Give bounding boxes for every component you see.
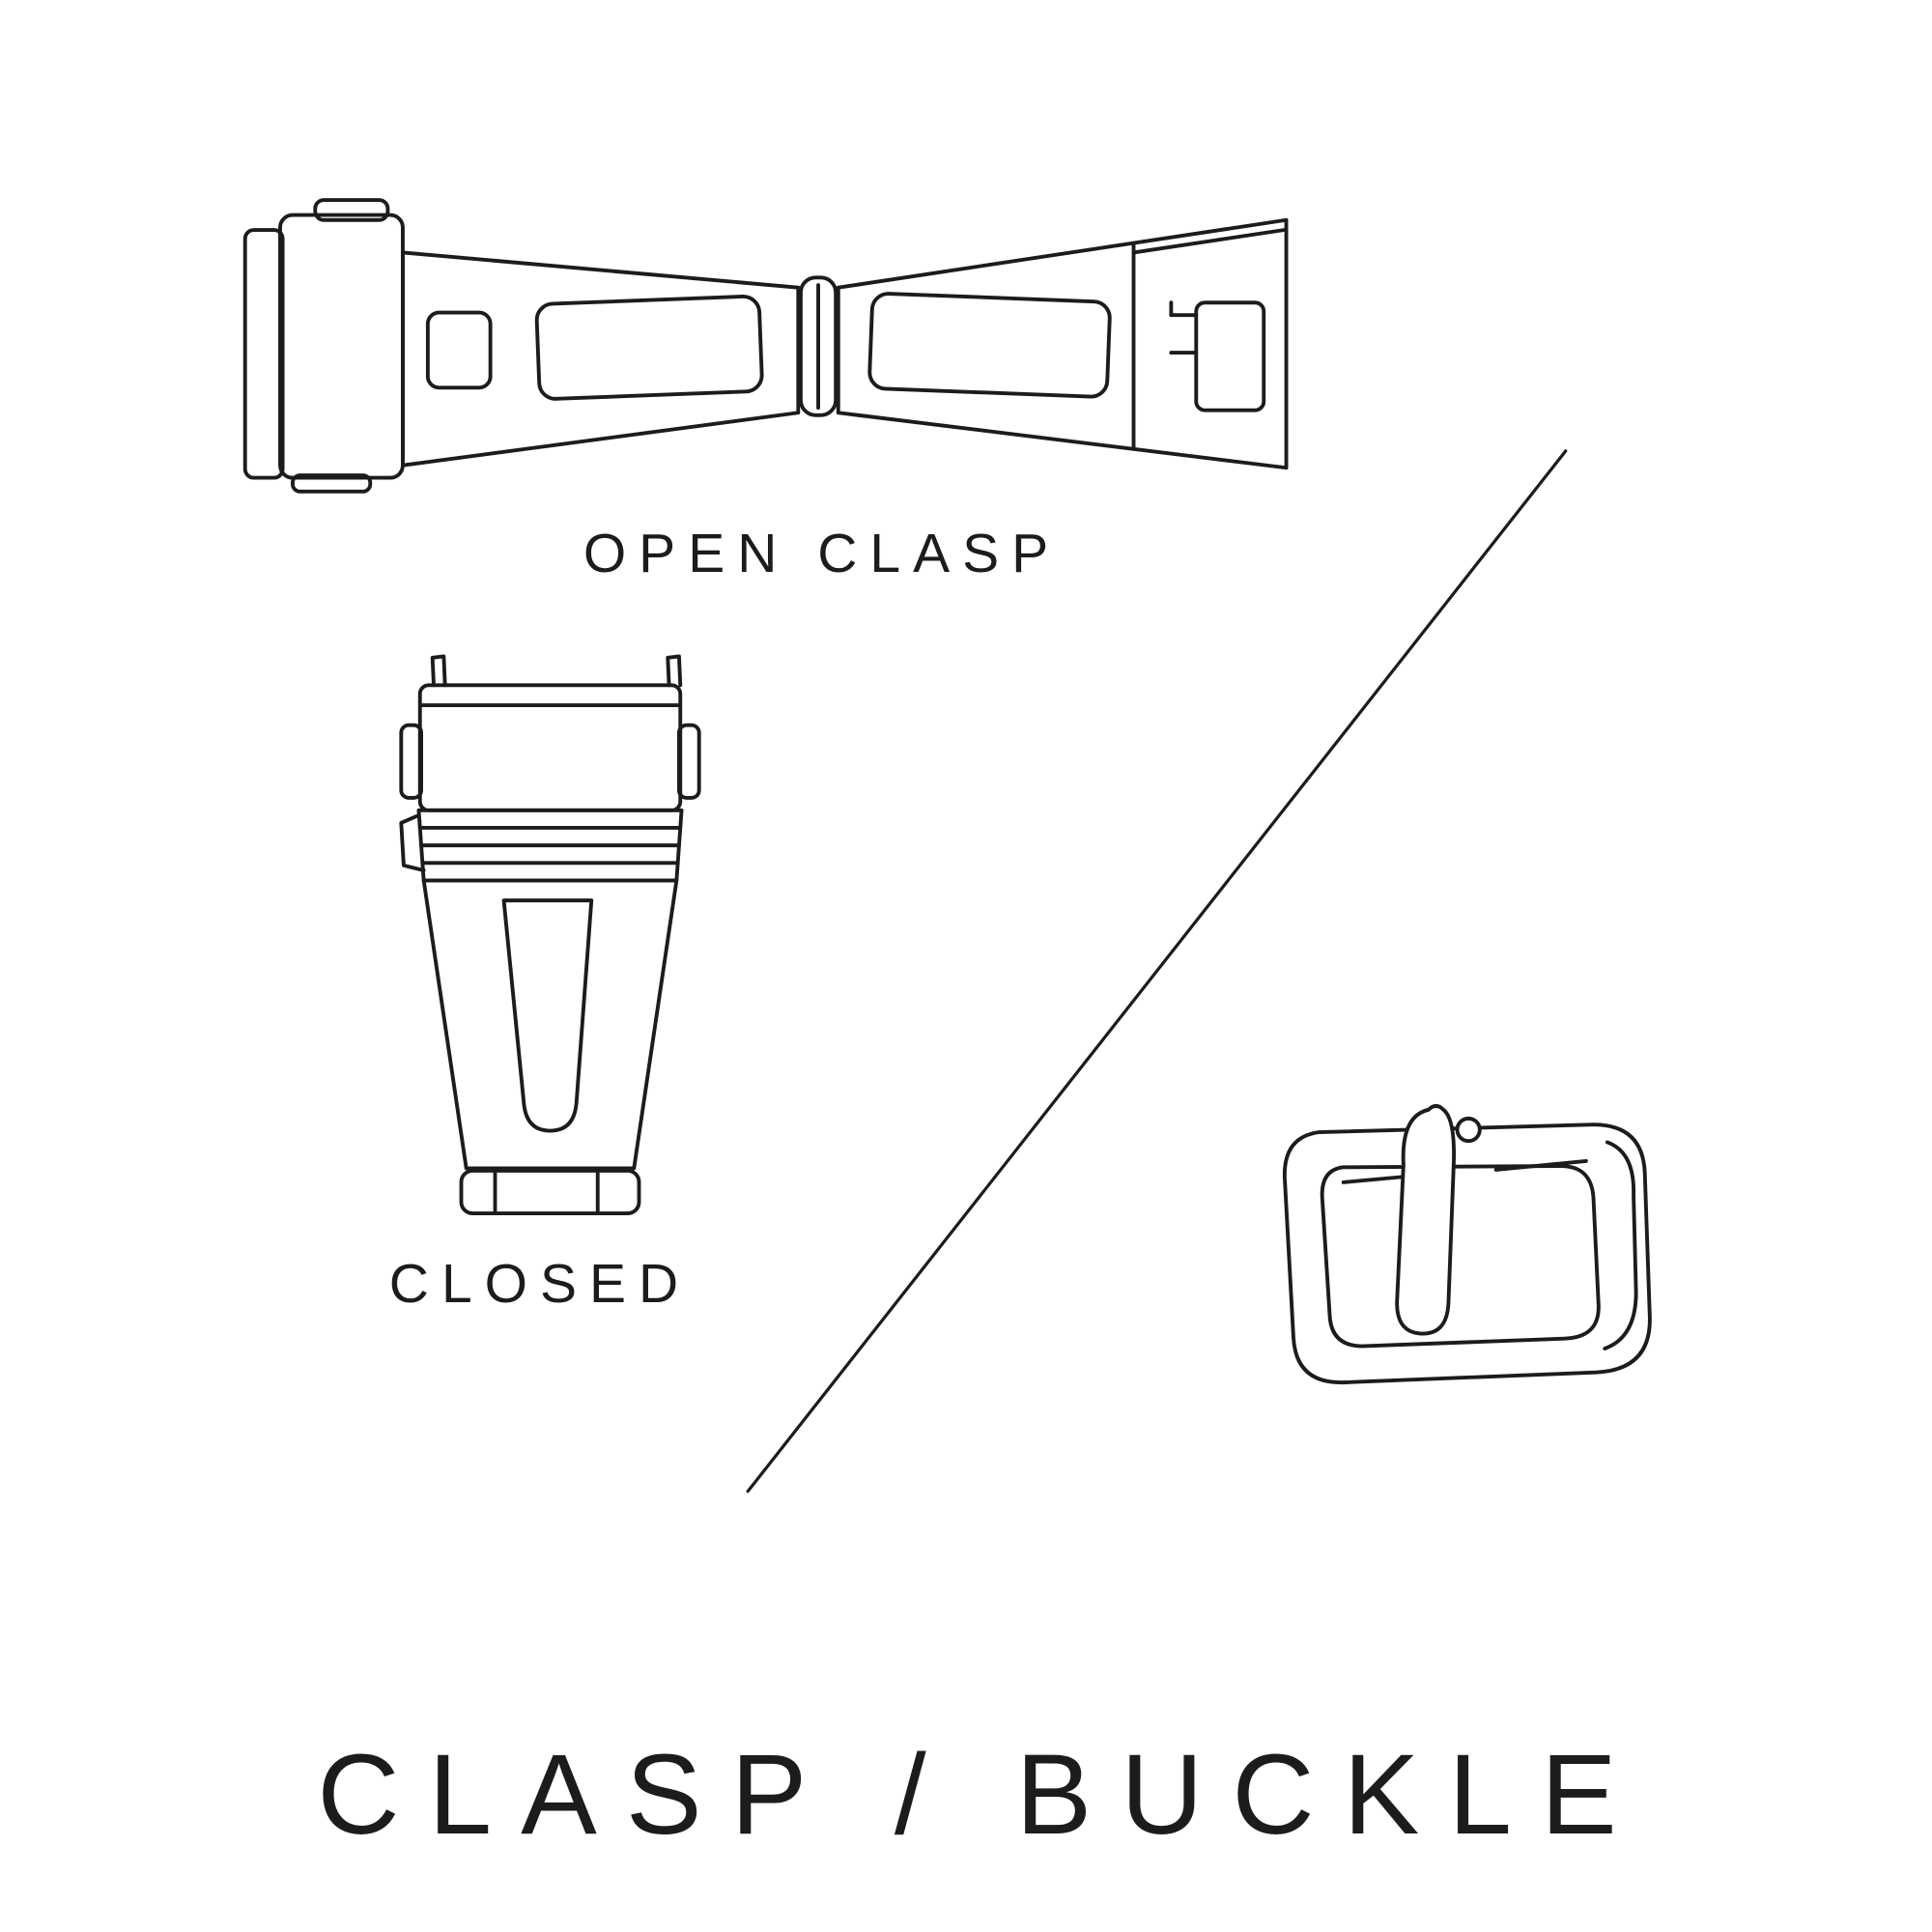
closed-clasp-illustration <box>387 650 713 1226</box>
divider-drawing <box>746 449 1568 1493</box>
closed-clasp-drawing <box>399 654 701 1215</box>
diagram-title: CLASP / BUCKLE <box>317 1731 1646 1859</box>
divider-line <box>700 432 1601 1520</box>
open-clasp-caption: OPEN CLASP <box>582 523 1062 584</box>
closed-clasp-caption: CLOSED <box>388 1253 692 1315</box>
buckle-drawing <box>1282 1104 1652 1384</box>
open-clasp-drawing <box>242 198 1289 494</box>
open-clasp-illustration <box>225 187 1326 500</box>
buckle-illustration <box>1238 1082 1689 1458</box>
